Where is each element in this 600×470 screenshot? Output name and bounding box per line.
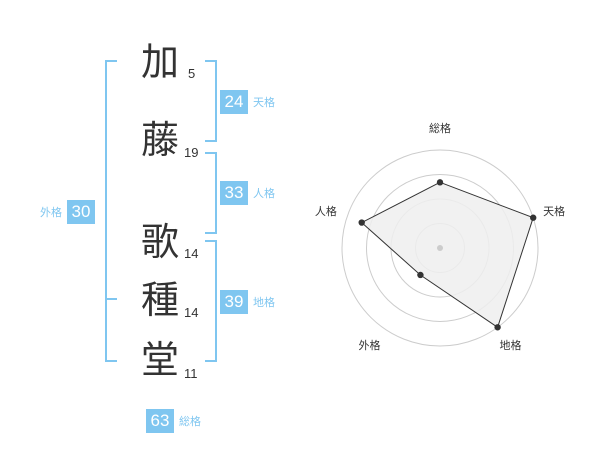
radar-axis-label: 天格 [543,204,565,218]
radar-point [358,219,365,226]
chi-badge: 39 地格 [220,290,275,314]
radar-polygon [360,181,534,329]
chi-bracket [205,240,217,362]
outer-bracket-mid-tick [105,298,117,300]
outer-bracket [105,60,117,362]
gai-value: 30 [67,200,95,224]
ten-badge: 24 天格 [220,90,275,114]
jin-bracket [205,152,217,234]
jin-label: 人格 [253,187,275,200]
name-char-4: 種 [140,278,179,322]
stroke-count-4: 14 [184,305,199,320]
radar-axis-label: 総格 [429,121,451,135]
ten-bracket [205,60,217,142]
radar-point [530,214,537,221]
sou-badge: 63 総格 [146,409,201,433]
stroke-count-1: 5 [188,66,196,81]
name-char-1: 加 [140,40,179,84]
stroke-count-2: 19 [184,145,199,160]
name-char-3: 歌 [140,220,179,264]
radar-point [436,179,444,186]
ten-label: 天格 [253,96,275,109]
gai-label: 外格 [40,206,62,219]
name-char-5: 堂 [140,338,179,382]
radar-point [417,271,424,279]
gai-badge: 外格 30 [40,200,95,224]
radar-axis-label: 外格 [358,338,380,352]
radar-points [358,179,537,331]
radar-ring [341,149,539,347]
jin-badge: 33 人格 [220,181,275,205]
radar-axis-label: 人格 [315,204,337,218]
radar-axis-label: 地格 [500,338,522,352]
radar-center-dot [437,245,443,251]
chi-value: 39 [220,290,248,314]
sou-label: 総格 [179,415,201,428]
chi-label: 地格 [253,296,275,309]
sou-value: 63 [146,409,174,433]
stroke-count-5: 11 [184,366,198,381]
ten-value: 24 [220,90,248,114]
jin-value: 33 [220,181,248,205]
radar-point [494,324,501,331]
stroke-count-3: 14 [184,246,199,261]
name-char-2: 藤 [140,118,179,162]
